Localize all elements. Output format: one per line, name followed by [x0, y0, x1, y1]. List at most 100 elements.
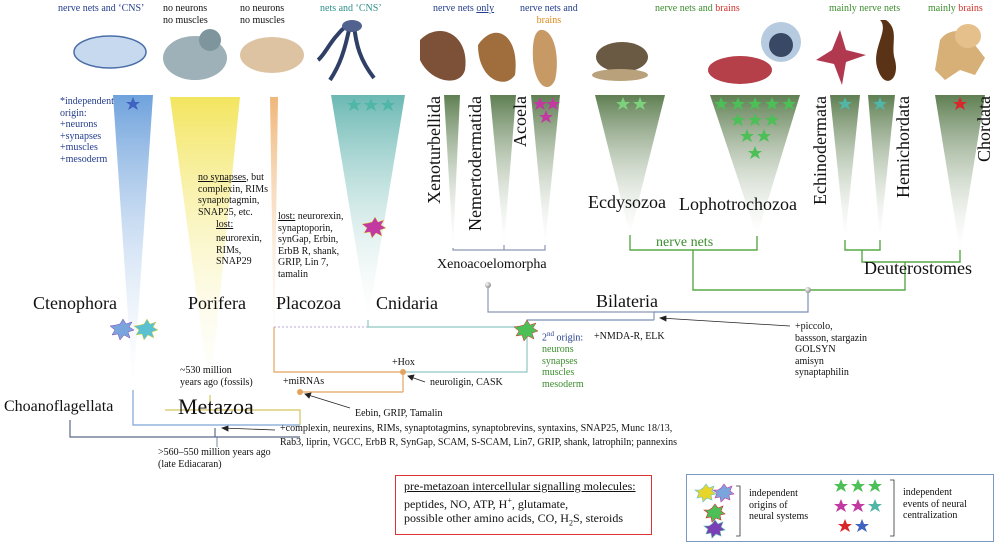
ecdysozoan-image [596, 42, 648, 72]
ecdysozoa-cone [595, 95, 665, 235]
bilateria-genes-arrowhead [658, 315, 667, 322]
lophotrochozoa-stars [714, 97, 796, 159]
acoela-star-1 [533, 97, 547, 110]
note-mirnas: +miRNAs [283, 376, 325, 387]
note-complexin-1: +complexin, neurexins, RIMs, synaptotagm… [280, 423, 673, 434]
acoela-cone [531, 95, 560, 245]
dog-head [955, 24, 981, 48]
header-chordata: mainly brains [928, 3, 983, 14]
label-echinodermata: Echinodermata [810, 96, 830, 205]
placozoa-cone [270, 97, 278, 360]
label-xenoturbellida: Xenoturbellida [424, 96, 444, 204]
protostome-node [805, 287, 811, 293]
legend-star-magenta-2 [851, 499, 865, 512]
ctenophora-burst-1 [109, 318, 135, 341]
legend-neural-systems: independent origins of neural systems [749, 488, 809, 522]
neuroligin-arrowhead [407, 374, 415, 381]
hemichordate-image [876, 20, 897, 81]
legend-icons [694, 479, 895, 539]
note-neuroligin: neuroligin, CASK [430, 377, 503, 388]
ebin-arrow [304, 393, 351, 409]
xenoturbellida-cone [444, 95, 460, 248]
acoela-star-3 [539, 110, 553, 123]
bilateria-genes-arrow [659, 317, 791, 327]
label-nemertodermatida: Nemertodermatida [465, 96, 485, 231]
hemichordata-star [873, 97, 887, 110]
hox-node [400, 369, 406, 375]
cnidarian-image [316, 23, 376, 82]
cnidaria-star-1 [347, 98, 361, 111]
bilateria-stem [526, 319, 654, 327]
echinoderm-image [816, 30, 866, 85]
header-porifera: no neurons no muscles [163, 3, 208, 26]
signalling-title: pre-metazoan intercellular signalling mo… [404, 479, 636, 493]
organism-images [73, 20, 985, 88]
legend-star-red [838, 519, 852, 532]
xenoturbellid-image [420, 31, 466, 81]
note-nmda: +NMDA-R, ELK [594, 331, 665, 342]
note-ediacaran: >560–550 million years ago (late Ediacar… [158, 447, 271, 470]
bilateria-burst [513, 319, 539, 342]
label-ctenophora: Ctenophora [33, 293, 117, 313]
ctenophora-star [126, 97, 140, 110]
note-hox: +Hox [392, 357, 415, 368]
note-second-origin: 2nd origin: [542, 330, 584, 344]
hemichordata-cone [868, 95, 895, 240]
arrows [216, 315, 791, 447]
ebin-arrowhead [304, 392, 312, 399]
legend-star-blue [855, 519, 869, 532]
porifera-cone [170, 97, 240, 395]
echinodermata-cone [830, 95, 860, 240]
nemertodermatid-image [478, 32, 516, 82]
header-nerve-nets-only: nerve nets only [433, 3, 495, 14]
stars [109, 97, 967, 342]
signalling-box: pre-metazoan intercellular signalling mo… [395, 475, 652, 535]
header-ctenophora: nerve nets and ‘CNS’ [58, 3, 145, 14]
ctenophora-cone [113, 95, 153, 390]
note-porifera-synapses: no synapses, but complexin, RIMs synapto… [198, 172, 268, 218]
lophotrochozoa-cone [710, 95, 800, 236]
note-porifera-lost-head: lost: [216, 219, 234, 230]
mirna-node [297, 389, 303, 395]
chordata-star [953, 97, 967, 110]
legend-star-magenta-1 [834, 499, 848, 512]
legend-burst-blue [712, 483, 735, 503]
label-lophotrochozoa: Lophotrochozoa [679, 194, 797, 214]
legend-burst-green [703, 503, 726, 523]
cnidaria-burst [361, 216, 387, 239]
lophotrochozoan-shell-2 [769, 33, 793, 57]
label-hemichordata: Hemichordata [893, 96, 913, 198]
lophotrochozoan-image [708, 56, 772, 84]
node-points [297, 282, 811, 395]
deuterostome-branch [844, 240, 881, 251]
placozoa-branch [273, 327, 404, 392]
ctenophora-burst-2 [133, 318, 159, 341]
note-bilateria-genes: +piccolo, bassson, stargazin GOLSYN amis… [795, 321, 868, 378]
legend-star-green-3 [868, 479, 882, 492]
label-ecdysozoa: Ecdysozoa [588, 192, 666, 212]
cnidaria-star-3 [381, 98, 395, 111]
ecdysozoa-star-1 [616, 97, 630, 110]
acoela-star-2 [546, 97, 560, 110]
header-cnidaria: nets and ‘CNS’ [320, 3, 382, 14]
label-choanoflagellata: Choanoflagellata [4, 398, 114, 415]
note-complexin-2: Rab3, liprin, VGCC, ErbB R, SynGap, SCAM… [280, 437, 678, 448]
label-acoela: Acoela [510, 96, 530, 147]
acoel-image [532, 29, 557, 88]
echinodermata-star [838, 97, 852, 110]
note-porifera-lost: neurorexin, RIMs, SNAP29 [216, 233, 262, 267]
placozoan-image [240, 37, 304, 73]
porifera-join [165, 409, 301, 425]
chordata-cone [935, 95, 985, 250]
ecdysozoa-star-2 [633, 97, 647, 110]
complexin-arrowhead [220, 425, 229, 432]
legend-bracket-1 [736, 485, 741, 537]
xenacoelomorpha-node [485, 282, 491, 288]
label-xenacoelomorpha: Xenoacoelomorpha [437, 257, 547, 272]
note-ebin: Eebin, GRIP, Tamalin [355, 408, 443, 419]
label-chordata: Chordata [974, 96, 994, 162]
legend-star-green-1 [834, 479, 848, 492]
legend-centralization: independent events of neural centralizat… [903, 487, 967, 521]
